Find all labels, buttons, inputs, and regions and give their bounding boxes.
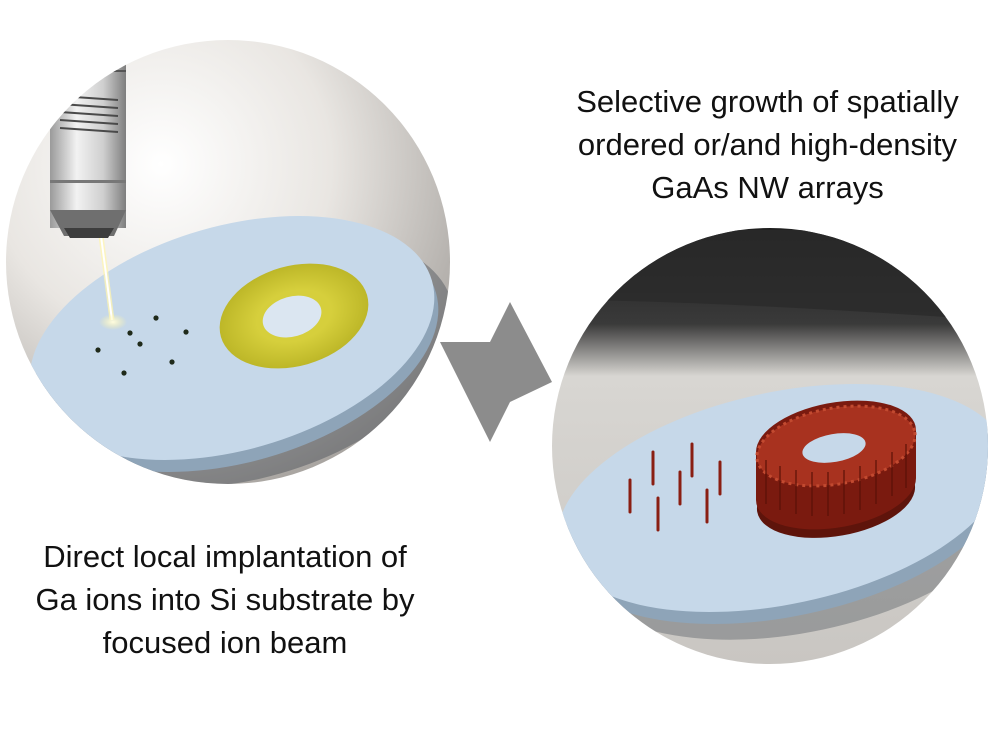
implanted-dot: [127, 330, 133, 336]
left-caption-line: Ga ions into Si substrate by: [35, 582, 415, 617]
left-caption: Direct local implantation of Ga ions int…: [0, 535, 450, 664]
left-panel-scene: [6, 40, 450, 484]
left-caption-line: focused ion beam: [102, 625, 348, 660]
right-caption-line: Selective growth of spatially: [576, 84, 959, 119]
nanowire-ordered-array: [628, 442, 722, 532]
nanowire-dense-ring: [755, 400, 917, 538]
implanted-dot: [137, 341, 143, 347]
implanted-dot: [95, 347, 101, 353]
implanted-ring: [219, 263, 369, 369]
right-panel-scene: [552, 228, 988, 664]
right-caption-line: GaAs NW arrays: [651, 170, 884, 205]
right-caption-line: ordered or/and high-density: [577, 127, 958, 162]
process-arrow: [440, 302, 552, 442]
implanted-dot: [169, 359, 175, 365]
ion-beam: [98, 235, 127, 330]
implanted-dot-array: [95, 315, 189, 376]
implanted-dot: [153, 315, 159, 321]
fib-column: [50, 42, 126, 238]
implanted-dot: [183, 329, 189, 335]
right-caption: Selective growth of spatially ordered or…: [540, 80, 995, 209]
implanted-dot: [121, 370, 127, 376]
left-caption-line: Direct local implantation of: [43, 539, 407, 574]
